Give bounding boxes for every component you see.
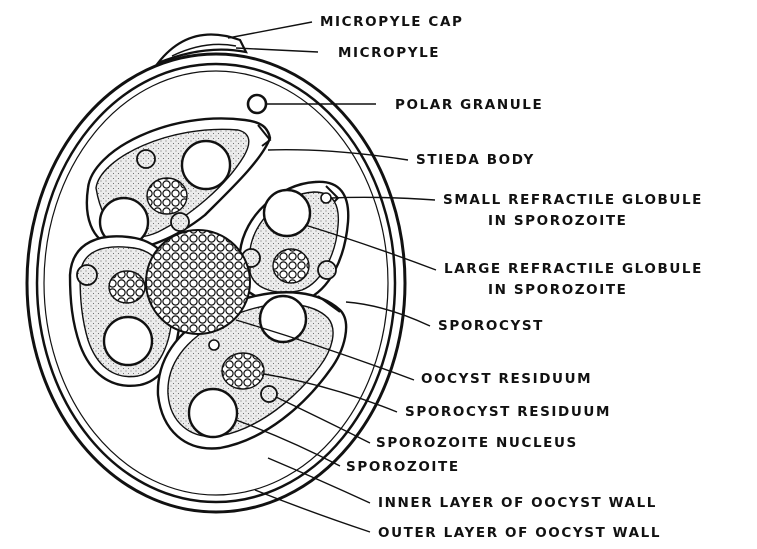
sporozoite-nucleus [171,213,189,231]
label-stieda-body: STIEDA BODY [416,152,535,168]
leader-micropyle [236,48,318,52]
sporocyst-top-left [87,118,270,249]
leader-outer-wall [255,490,370,532]
large-refractile-globule [189,389,237,437]
sporocyst-residuum [273,249,309,283]
sporozoite-nucleus [137,150,155,168]
sporozoite-nucleus [318,261,336,279]
label-small-refractile-1: SMALL REFRACTILE GLOBULE [443,192,703,208]
labels: MICROPYLE CAP MICROPYLE POLAR GRANULE ST… [320,14,703,541]
sporocyst-residuum [147,178,187,214]
polar-granule [248,95,266,113]
leader-sporocyst [346,302,430,326]
label-micropyle: MICROPYLE [338,45,440,61]
label-sporocyst-residuum: SPOROCYST RESIDUUM [405,404,611,420]
sporozoite-nucleus [261,386,277,402]
sporocyst-residuum [222,353,264,389]
label-small-refractile-2: IN SPOROZOITE [488,213,628,229]
label-sporozoite: SPOROZOITE [346,459,460,475]
label-outer-wall: OUTER LAYER OF OOCYST WALL [378,525,661,541]
sporocyst-right [240,182,348,302]
label-polar-granule: POLAR GRANULE [395,97,543,113]
large-refractile-globule [264,190,310,236]
sporozoite-nucleus [77,265,97,285]
large-refractile-globule [104,317,152,365]
oocyst-residuum [146,230,250,334]
large-refractile-globule [182,141,230,189]
label-large-refractile-1: LARGE REFRACTILE GLOBULE [444,261,703,277]
label-oocyst-residuum: OOCYST RESIDUUM [421,371,592,387]
label-large-refractile-2: IN SPOROZOITE [488,282,628,298]
sporocyst-residuum [109,271,145,303]
leader-micropyle-cap [228,22,312,38]
label-sporozoite-nucleus: SPOROZOITE NUCLEUS [376,435,578,451]
leader-stieda-body [268,150,408,160]
label-sporocyst: SPOROCYST [438,318,544,334]
micropyle-cap [158,35,246,63]
label-micropyle-cap: MICROPYLE CAP [320,14,463,30]
small-refractile-globule [321,193,331,203]
small-refractile-globule [209,340,219,350]
label-inner-wall: INNER LAYER OF OOCYST WALL [378,495,657,511]
